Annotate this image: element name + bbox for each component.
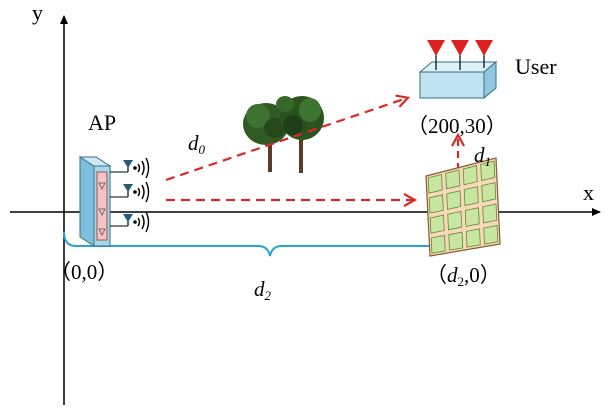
irs-element [429,214,445,234]
irs-element [430,234,446,254]
irs-element [448,231,464,251]
irs-element [446,190,462,210]
irs-element [463,186,479,207]
access-point: AP [78,110,150,247]
irs-panel [425,157,501,257]
irs-element [483,225,499,245]
link-d1-label: d1 [474,143,491,169]
user-label: User [515,54,557,79]
irs-element [465,228,481,248]
distance-brace [63,231,477,257]
irs-element [462,165,478,186]
irs-element [428,194,444,214]
user-coord: （200,30） [407,114,507,138]
user-antenna-2 [451,40,469,56]
origin-coord: （0,0） [50,260,118,284]
irs-elements [427,160,499,254]
signal-links [165,98,458,200]
irs-element [480,160,496,182]
ap-side-face [79,156,95,247]
irs-element [481,182,497,203]
irs-element [464,207,480,227]
irs-surface [425,157,501,257]
user-antenna-1 [427,40,445,56]
user-device: User （200,30） [407,40,557,138]
user-antennas [427,40,493,70]
link-d0-label: d0 [188,131,206,157]
user-box [419,71,485,99]
user-antenna-3 [475,40,493,56]
link-d2-label: d2 [254,277,272,303]
irs-element [482,203,498,224]
irs-element [447,210,463,231]
irs-element [445,169,461,190]
ap-antenna-1 [110,157,150,179]
ap-label: AP [88,110,116,135]
ap-antenna-panel [96,171,108,241]
ap-element-2 [98,208,106,216]
x-axis-label: x [583,180,594,205]
tree-obstacle [243,96,324,173]
ap-element-3 [98,228,106,236]
irs-coord: （d2,0） [426,263,501,289]
ap-antenna-2 [110,181,150,203]
y-axis-label: y [32,0,43,25]
link-d0-line [165,98,407,182]
ap-element-1 [98,182,106,190]
irs-element [427,173,443,194]
ap-antenna-3 [110,211,150,233]
